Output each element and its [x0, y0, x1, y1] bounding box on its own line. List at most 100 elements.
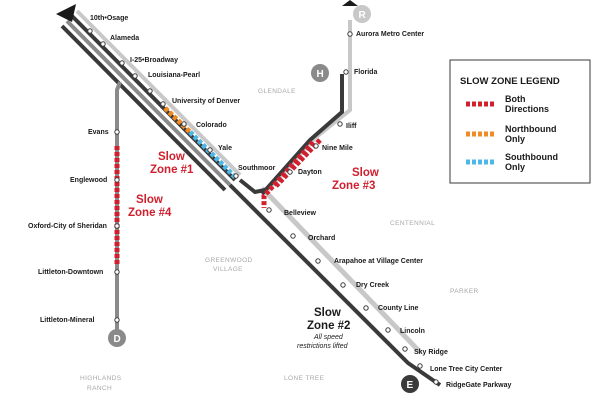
station-label-belleview[interactable]: Belleview	[284, 210, 316, 217]
station-label-nine-mile[interactable]: Nine Mile	[322, 145, 353, 152]
station-dot[interactable]	[402, 346, 408, 352]
station-label-alameda[interactable]: Alameda	[110, 35, 139, 42]
station-label-sky-ridge[interactable]: Sky Ridge	[414, 349, 448, 356]
slow-zone-1-label-2: Zone #1	[150, 164, 194, 176]
station-dots	[87, 28, 439, 385]
badge-circle-d	[108, 329, 126, 347]
line-southmoor-connector	[238, 178, 266, 195]
line-badge-h[interactable]: H	[311, 64, 329, 82]
slow-zone-1-southbound	[188, 130, 238, 180]
badge-letter-h: H	[317, 69, 324, 80]
line-badge-r[interactable]: R	[353, 5, 371, 23]
station-label-littleton-downtown[interactable]: Littleton-Downtown	[38, 269, 103, 276]
station-label-lincoln[interactable]: Lincoln	[400, 328, 425, 335]
line-ne-light	[266, 20, 352, 192]
station-label-ridgegate-parkway[interactable]: RidgeGate Parkway	[446, 382, 511, 389]
station-label-louisiana-pearl[interactable]: Louisiana-Pearl	[148, 72, 200, 79]
slow-zone-2-label-2: Zone #2	[307, 320, 350, 332]
station-dot[interactable]	[147, 88, 153, 94]
station-label-dayton[interactable]: Dayton	[298, 169, 322, 176]
station-dot[interactable]	[119, 60, 125, 66]
legend-label-southbound: Southbound	[505, 152, 558, 162]
station-label-yale[interactable]: Yale	[218, 145, 232, 152]
station-dot[interactable]	[266, 207, 272, 213]
station-dot[interactable]	[337, 121, 343, 127]
legend-label-northbound-2: Only	[505, 134, 525, 144]
badge-letter-e: E	[407, 380, 414, 391]
station-dot[interactable]	[233, 173, 239, 179]
arrow-northwest-icon	[56, 4, 76, 22]
station-label-colorado[interactable]: Colorado	[196, 122, 227, 129]
area-label-lone-tree: LONE TREE	[284, 375, 325, 382]
slow-zone-2-label: Slow	[314, 307, 341, 319]
line-trunk-2	[65, 19, 232, 187]
station-dot[interactable]	[340, 282, 346, 288]
station-dot[interactable]	[100, 41, 106, 47]
area-label-parker: PARKER	[450, 288, 479, 295]
legend-label-both-2: Directions	[505, 104, 549, 114]
station-dot[interactable]	[343, 69, 349, 75]
station-dot[interactable]	[132, 73, 138, 79]
line-badge-e[interactable]: E	[401, 375, 419, 393]
station-dot[interactable]	[114, 129, 120, 135]
station-label-i25-broadway[interactable]: I-25•Broadway	[130, 57, 178, 64]
station-dot[interactable]	[417, 363, 423, 369]
station-dot[interactable]	[347, 31, 353, 37]
station-dot[interactable]	[114, 177, 120, 183]
line-trunk-3	[60, 24, 227, 192]
station-label-orchard[interactable]: Orchard	[308, 235, 335, 242]
station-dot[interactable]	[114, 223, 120, 229]
slow-zone-3-label-2: Zone #3	[332, 180, 375, 192]
station-label-englewood[interactable]: Englewood	[70, 177, 107, 184]
station-label-dry-creek[interactable]: Dry Creek	[356, 282, 389, 289]
slow-zone-4-label: Slow	[136, 194, 163, 206]
line-badge-d[interactable]: D	[108, 329, 126, 347]
slow-zone-1-label: Slow	[158, 151, 185, 163]
station-dot[interactable]	[207, 147, 213, 153]
station-label-littleton-mineral[interactable]: Littleton-Mineral	[40, 317, 94, 324]
station-label-lone-tree-city-center[interactable]: Lone Tree City Center	[430, 366, 503, 373]
line-trunk-4	[75, 9, 242, 177]
station-label-arapahoe[interactable]: Arapahoe at Village Center	[334, 258, 423, 265]
station-dot[interactable]	[315, 258, 321, 264]
station-label-florida[interactable]: Florida	[354, 69, 377, 76]
station-dot[interactable]	[385, 327, 391, 333]
station-dot[interactable]	[160, 101, 166, 107]
slow-zone-legend: SLOW ZONE LEGEND Both Directions Northbo…	[449, 59, 591, 184]
station-label-iliff[interactable]: Iliff	[346, 123, 357, 130]
line-southeast-dark	[228, 183, 442, 387]
slow-zone-3-label: Slow	[352, 167, 379, 179]
station-label-university-of-denver[interactable]: University of Denver	[172, 98, 240, 105]
area-label-village: VILLAGE	[213, 266, 243, 273]
station-dot[interactable]	[114, 269, 120, 275]
station-dot[interactable]	[87, 28, 93, 34]
line-ne-dark	[260, 74, 344, 196]
slow-zone-3-both	[261, 140, 315, 208]
legend-title: SLOW ZONE LEGEND	[460, 76, 560, 87]
station-dot[interactable]	[287, 169, 293, 175]
area-label-ranch: RANCH	[87, 385, 112, 392]
station-label-evans[interactable]: Evans	[88, 129, 109, 136]
area-label-glendale: GLENDALE	[258, 88, 296, 95]
station-label-county-line[interactable]: County Line	[378, 305, 419, 312]
arrow-north-icon	[342, 0, 358, 6]
legend-label-southbound-2: Only	[505, 162, 525, 172]
station-dot[interactable]	[433, 379, 439, 385]
station-label-oxford[interactable]: Oxford-City of Sheridan	[28, 223, 107, 230]
area-label-greenwood: GREENWOOD	[205, 257, 253, 264]
legend-label-northbound: Northbound	[505, 124, 556, 134]
station-dot[interactable]	[181, 121, 187, 127]
badge-letter-r: R	[359, 10, 367, 21]
station-label-southmoor[interactable]: Southmoor	[238, 165, 276, 172]
station-dot[interactable]	[290, 233, 296, 239]
line-southeast-light	[260, 186, 422, 354]
station-dot[interactable]	[313, 143, 319, 149]
slow-zone-2-note-2: restrictions lifted	[297, 343, 349, 350]
station-label-aurora-metro-center[interactable]: Aurora Metro Center	[356, 31, 424, 38]
area-label-highlands: HIGHLANDS	[80, 375, 122, 382]
station-label-10th-osage[interactable]: 10th•Osage	[90, 15, 128, 22]
station-dot[interactable]	[363, 305, 369, 311]
slow-zone-4-label-2: Zone #4	[128, 207, 172, 219]
station-dot[interactable]	[114, 317, 120, 323]
